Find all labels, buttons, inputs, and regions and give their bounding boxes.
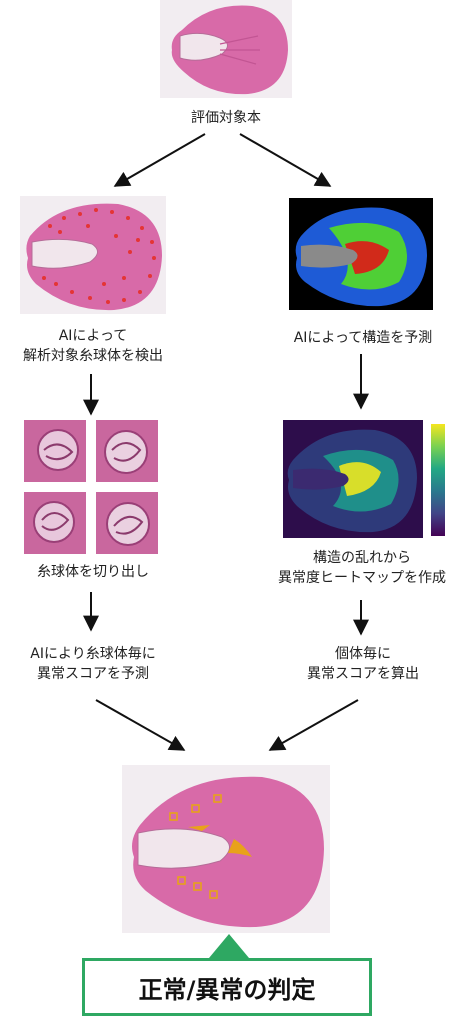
- left-step3-line1: AIにより糸球体毎に: [30, 646, 156, 662]
- glomerulus-crop-4: [96, 492, 158, 554]
- merge-arrows: [95, 699, 359, 751]
- top-caption: 評価対象本: [191, 110, 261, 126]
- left-step2-caption: 糸球体を切り出し: [37, 564, 149, 580]
- source-kidney-image: [160, 0, 292, 98]
- result-kidney-image: [122, 765, 330, 933]
- left-step1-line2: 解析対象糸球体を検出: [23, 348, 163, 364]
- left-arrow-2: [83, 592, 99, 632]
- result-label-box: 正常/異常の判定: [82, 958, 372, 1016]
- left-step3-caption: AIにより糸球体毎に 異常スコアを予測: [0, 644, 186, 684]
- glomeruli-crops: [24, 420, 158, 554]
- result-pointer-triangle: [209, 934, 249, 958]
- right-step3-caption: 個体毎に 異常スコアを算出: [270, 644, 456, 684]
- left-step3-line2: 異常スコアを予測: [37, 666, 149, 682]
- anomaly-markers: [169, 794, 222, 899]
- detection-image: [20, 196, 166, 314]
- right-step2-line1: 構造の乱れから: [313, 550, 411, 566]
- left-step1-line1: AIによって: [58, 328, 128, 344]
- split-arrows: [113, 133, 332, 187]
- anomaly-heatmap-image: [283, 420, 423, 538]
- result-label: 正常/異常の判定: [138, 975, 316, 1004]
- right-arrow-2: [353, 600, 369, 636]
- detected-glomeruli-dots: [42, 208, 156, 304]
- left-arrow-1: [83, 374, 99, 416]
- right-step1-caption: AIによって構造を予測: [293, 330, 433, 346]
- glomerulus-crop-3: [24, 492, 86, 554]
- heatmap-colorbar: [431, 424, 445, 536]
- right-step2-caption: 構造の乱れから 異常度ヒートマップを作成: [262, 548, 462, 588]
- glomerulus-crop-2: [96, 420, 158, 482]
- right-step2-line2: 異常度ヒートマップを作成: [278, 570, 446, 586]
- glomerulus-crop-1: [24, 420, 86, 482]
- right-step3-line2: 異常スコアを算出: [307, 666, 419, 682]
- structure-prediction-image: [289, 198, 433, 310]
- left-step1-caption: AIによって 解析対象糸球体を検出: [0, 326, 186, 366]
- right-arrow-1: [353, 354, 369, 410]
- right-step3-line1: 個体毎に: [335, 646, 391, 662]
